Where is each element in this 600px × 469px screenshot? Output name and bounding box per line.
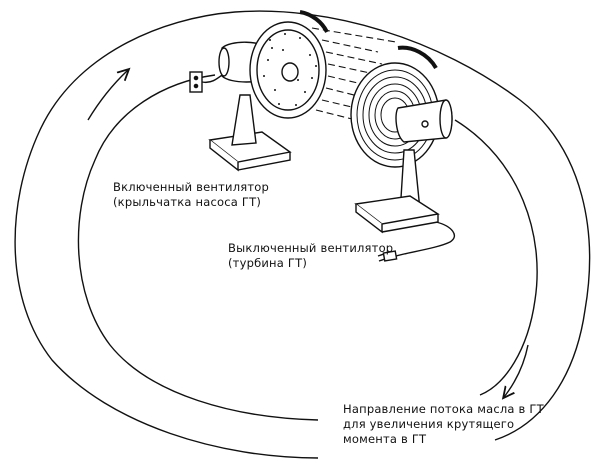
fan-hub-left (281, 62, 299, 82)
running-fan-illustration (189, 10, 329, 172)
power-cord-right (395, 221, 455, 257)
oil-flow-line-2: для увеличения крутящего (343, 417, 515, 431)
oil-flow-caption: Направление потока масла в ГТ для увелич… (343, 402, 544, 447)
flow-arrow-left (87, 70, 128, 121)
rotation-arrow-right (397, 45, 438, 70)
rotation-arrow-left (299, 10, 329, 33)
oil-flow-line-3: момента в ГТ (343, 432, 427, 446)
flow-loop-inner-right (454, 119, 538, 396)
wall-socket (189, 71, 203, 93)
plug (382, 250, 398, 262)
running-fan-title: Включенный вентилятор (113, 180, 270, 194)
blur-dots (263, 33, 317, 106)
oil-flow-line-1: Направление потока масла в ГТ (343, 402, 544, 416)
flow-loop-inner (77, 74, 319, 421)
air-flow-lines (311, 27, 397, 121)
flow-loop-outer (14, 10, 591, 459)
stopped-fan-subtitle: (турбина ГТ) (228, 256, 308, 270)
fan-stand-left (231, 94, 257, 146)
stopped-fan-caption: Выключенный вентилятор (турбина ГТ) (228, 241, 393, 271)
flow-arrows (87, 70, 529, 397)
running-fan-subtitle: (крыльчатка насоса ГТ) (113, 195, 262, 209)
stopped-fan-illustration (350, 45, 455, 262)
stopped-fan-title: Выключенный вентилятор (228, 241, 394, 255)
oil-flow-loop (14, 10, 591, 459)
flow-arrow-right (504, 344, 529, 397)
running-fan-caption: Включенный вентилятор (крыльчатка насоса… (113, 180, 269, 210)
